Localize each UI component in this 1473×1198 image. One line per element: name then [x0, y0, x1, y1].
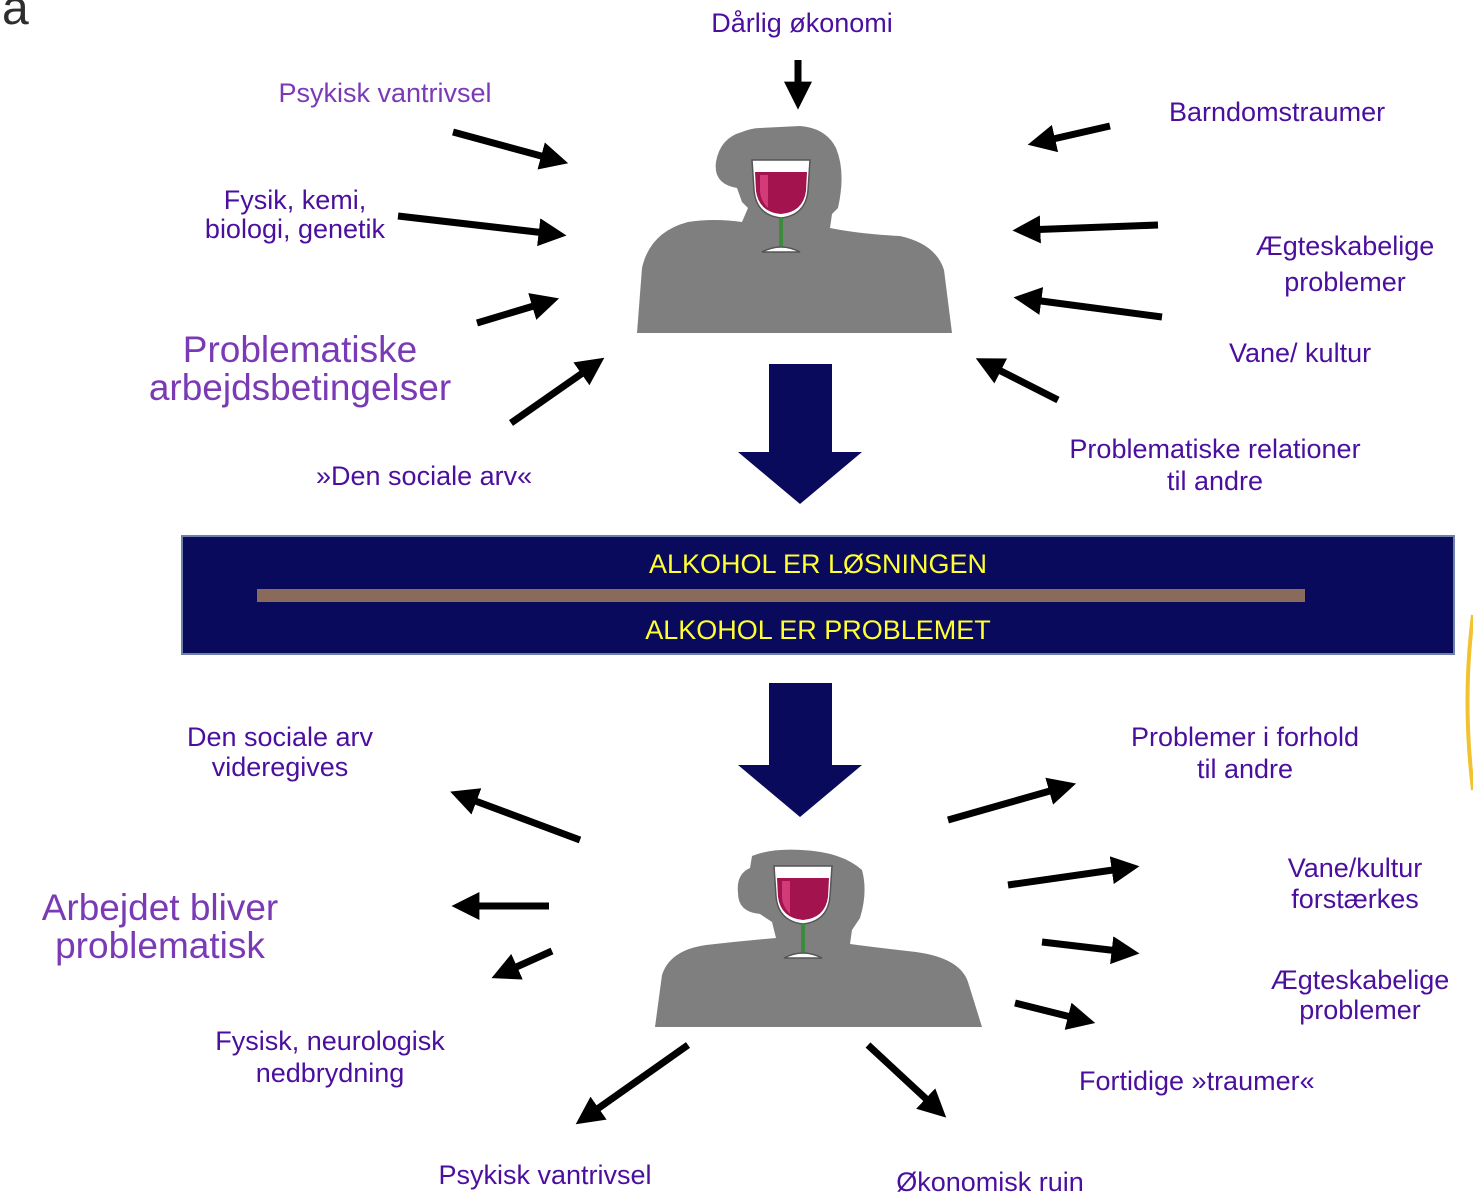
label-habit-bottom-line2: forstærkes	[1291, 884, 1419, 914]
label-physics-genetics: Fysik, kemi, biologi, genetik	[170, 186, 420, 244]
label-social-inheritance-passed-line2: videregives	[211, 752, 349, 782]
top-person-silhouette	[637, 126, 952, 333]
label-physical-degradation-line2: nedbrydning	[255, 1058, 405, 1088]
top-wine-glass-icon	[751, 159, 811, 253]
label-work-problematic: Arbejdet bliver problematisk	[10, 889, 310, 965]
arrow-social-inheritance	[508, 357, 605, 426]
arrow-childhood	[1027, 122, 1111, 153]
label-psych-discomfort-top: Psykisk vantrivsel	[278, 78, 492, 108]
bottom-person-silhouette	[655, 849, 982, 1027]
arrow-marital	[1012, 215, 1159, 244]
label-relations-bottom: Problemer i forhold til andre	[1090, 721, 1400, 785]
label-relations-bottom-line2: til andre	[1196, 754, 1294, 784]
label-physics-line1: Fysik, kemi,	[223, 185, 367, 215]
arrow-habit	[1013, 287, 1163, 321]
label-relations-top: Problematiske relationer til andre	[1030, 433, 1400, 497]
big-down-arrow-upper	[738, 364, 862, 504]
banner-solution-text: ALKOHOL ER LØSNINGEN	[648, 549, 988, 579]
arrow-out-past-traumas	[1014, 999, 1096, 1030]
label-work-conditions-line2: arbejdsbetingelser	[148, 367, 452, 408]
label-marital-bottom-line1: Ægteskabelige	[1270, 965, 1450, 995]
label-work-problematic-line2: problematisk	[55, 925, 265, 966]
label-marital-bottom-line2: problemer	[1299, 995, 1421, 1025]
label-social-inheritance-top: »Den sociale arv«	[316, 461, 533, 491]
bottom-wine-glass-icon	[773, 865, 833, 959]
label-relations-top-line1: Problematiske relationer	[1069, 434, 1361, 464]
label-work-problematic-line1: Arbejdet bliver	[41, 887, 279, 928]
arrow-out-marital	[1041, 936, 1140, 965]
label-physical-degradation-line1: Fysisk, neurologisk	[215, 1026, 445, 1056]
label-childhood-trauma: Barndomstraumer	[1169, 97, 1386, 127]
label-poor-economy: Dårlig økonomi	[711, 8, 893, 38]
label-social-inheritance-passed: Den sociale arv videregives	[150, 722, 410, 782]
label-relations-bottom-line1: Problemer i forhold	[1130, 722, 1360, 752]
label-work-conditions: Problematiske arbejdsbetingelser	[130, 331, 470, 407]
label-economic-ruin: Økonomisk ruin	[896, 1167, 1084, 1197]
arrow-out-relations	[947, 777, 1077, 824]
banner-problem-text: ALKOHOL ER PROBLEMET	[645, 615, 991, 645]
arrow-physics	[397, 212, 567, 247]
label-habit-bottom-line1: Vane/kultur	[1287, 853, 1423, 883]
label-habit-top: Vane/ kultur	[1229, 338, 1372, 368]
alcohol-banner: ALKOHOL ER LØSNINGEN ALKOHOL ER PROBLEME…	[181, 535, 1455, 655]
label-social-inheritance-passed-line1: Den sociale arv	[186, 722, 374, 752]
big-down-arrow-lower	[738, 683, 862, 817]
label-marital-top-line2: problemer	[1284, 267, 1406, 297]
arrow-out-economic	[865, 1042, 947, 1118]
label-psych-discomfort-bottom: Psykisk vantrivsel	[438, 1160, 652, 1190]
label-marital-top-line1: Ægteskabelige	[1255, 231, 1435, 261]
arrow-out-habit	[1007, 856, 1140, 889]
arrow-relations	[975, 358, 1060, 404]
label-marital-top: Ægteskabelige problemer	[1220, 228, 1470, 300]
label-work-conditions-line1: Problematiske	[182, 329, 418, 370]
arrow-work	[475, 293, 560, 327]
decorative-arc	[1465, 614, 1473, 791]
label-relations-top-line2: til andre	[1166, 466, 1264, 496]
label-marital-bottom: Ægteskabelige problemer	[1240, 965, 1473, 1025]
arrow-out-social-inheritance	[450, 788, 582, 844]
arrow-out-psych	[575, 1042, 691, 1125]
label-physical-degradation: Fysisk, neurologisk nedbrydning	[180, 1025, 480, 1089]
arrow-out-physical	[491, 947, 554, 980]
corner-letter: a	[2, 0, 29, 35]
banner-divider	[257, 589, 1305, 602]
arrow-psych	[452, 128, 569, 170]
label-past-traumas: Fortidige »traumer«	[1079, 1066, 1315, 1096]
label-habit-bottom: Vane/kultur forstærkes	[1245, 853, 1465, 915]
label-physics-line2: biologi, genetik	[204, 214, 386, 244]
